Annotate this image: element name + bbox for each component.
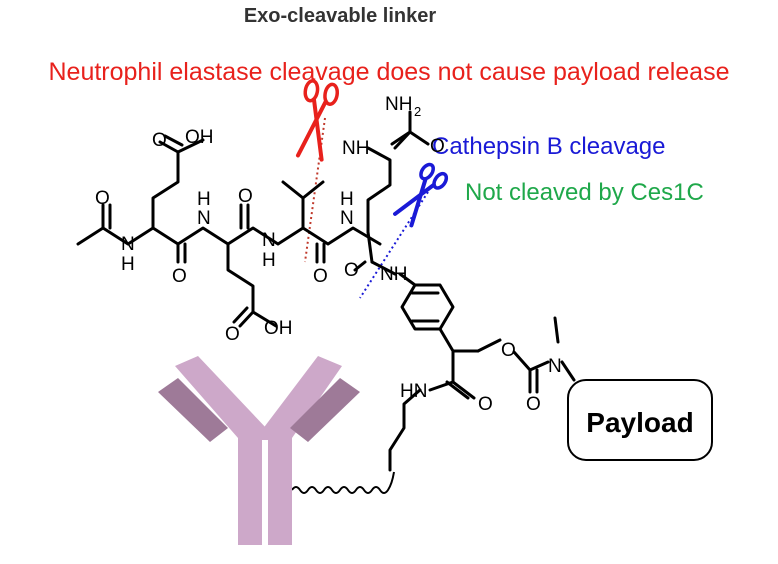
atom-n: N bbox=[340, 208, 354, 229]
wavy-attachment bbox=[291, 471, 395, 494]
neutrophil-annotation: Neutrophil elastase cleavage does not ca… bbox=[48, 58, 729, 86]
atom-oh: OH bbox=[264, 318, 293, 339]
payload-label: Payload bbox=[586, 407, 693, 438]
atom-oh: OH bbox=[185, 127, 214, 148]
atom-o: O bbox=[344, 260, 359, 281]
atom-o: O bbox=[172, 266, 187, 287]
cathepsin-annotation: Cathepsin B cleavage bbox=[432, 133, 665, 160]
atom-o: O bbox=[501, 340, 516, 361]
atom-n: N bbox=[548, 356, 562, 377]
antibody-icon bbox=[158, 356, 360, 546]
ces1c-annotation: Not cleaved by Ces1C bbox=[465, 179, 704, 206]
atom-nh: NH bbox=[380, 264, 407, 285]
neutrophil-cleavage-line bbox=[304, 117, 326, 263]
atom-n: N bbox=[121, 234, 135, 255]
pabc-ring bbox=[398, 272, 502, 400]
atom-h: H bbox=[197, 189, 211, 210]
atom-o: O bbox=[152, 130, 167, 151]
atom-o: O bbox=[526, 394, 541, 415]
atom-n: N bbox=[197, 208, 211, 229]
atom-h: H bbox=[262, 250, 276, 271]
scissors-icon bbox=[295, 79, 340, 162]
atom-sub2: 2 bbox=[414, 104, 421, 119]
atom-nh2: NH bbox=[385, 94, 412, 115]
payload-box bbox=[567, 379, 713, 461]
atom-o: O bbox=[238, 186, 253, 207]
alkyl-linker bbox=[388, 388, 422, 472]
atom-o: O bbox=[225, 324, 240, 345]
atom-nh: NH bbox=[342, 138, 369, 159]
cit-sidechain bbox=[366, 146, 392, 234]
glu2-sidechain bbox=[226, 242, 278, 328]
scissors-icon bbox=[393, 162, 449, 228]
atom-n: N bbox=[262, 230, 276, 251]
atom-h: H bbox=[121, 254, 135, 275]
glu1-sidechain bbox=[151, 138, 205, 230]
atom-hn: HN bbox=[400, 381, 427, 402]
atom-h: H bbox=[340, 189, 354, 210]
atom-o: O bbox=[313, 266, 328, 287]
val-sidechain bbox=[281, 180, 305, 230]
atom-labels: O N H O OH O N H O OH O N H O N H NH O N… bbox=[95, 94, 562, 415]
carbamate bbox=[512, 316, 576, 394]
diagram-title: Exo-cleavable linker bbox=[244, 5, 437, 27]
atom-o: O bbox=[95, 188, 110, 209]
atom-o: O bbox=[478, 394, 493, 415]
atom-o: O bbox=[430, 136, 445, 157]
